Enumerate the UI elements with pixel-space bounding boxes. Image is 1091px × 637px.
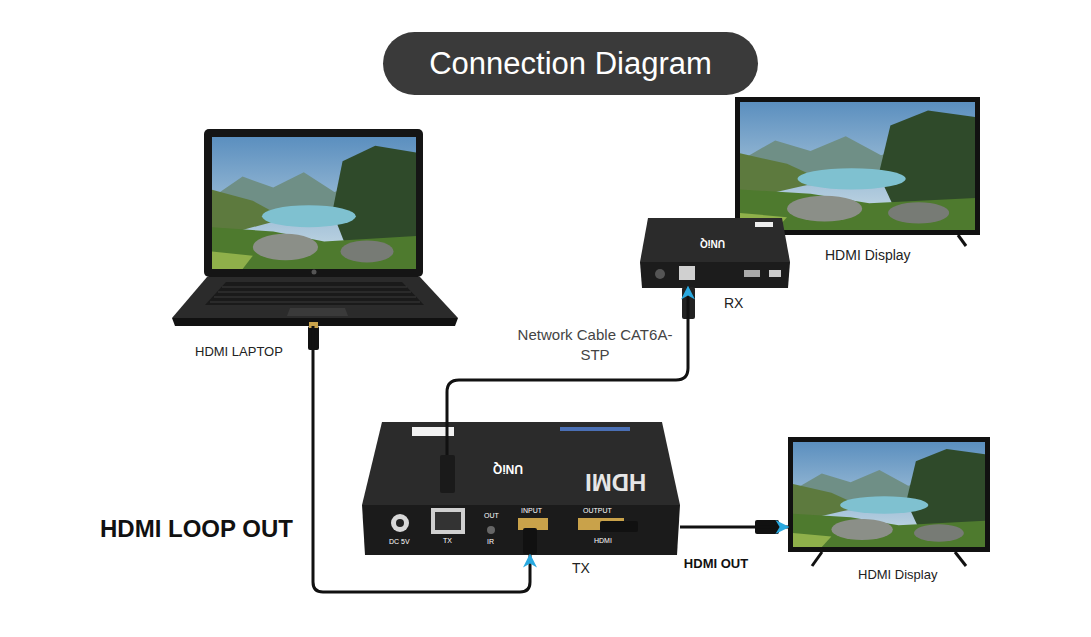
cable-connector	[313, 326, 530, 592]
edge-label: Network Cable CAT6A-STP	[515, 325, 675, 364]
bottom-display-illustration	[755, 437, 990, 566]
port-label: DC 5V	[389, 538, 410, 545]
cable-connector	[680, 526, 788, 529]
port-label: INPUT	[521, 507, 542, 514]
title-pill	[383, 32, 758, 95]
port-label: OUTPUT	[583, 507, 612, 514]
port-label: TX	[443, 537, 452, 544]
brand-logo: HDMI	[585, 468, 646, 496]
brand-logo: UNiQ	[700, 238, 725, 249]
laptop-illustration	[172, 129, 458, 326]
node-label: RX	[724, 295, 743, 311]
node-label: HDMI Display	[825, 247, 911, 263]
edge-label: HDMI OUT	[676, 556, 756, 573]
port-label: IR	[487, 538, 494, 545]
laptop-node: HDMI LAPTOP	[172, 128, 458, 326]
port-label: HDMI	[594, 537, 612, 544]
display-node: HDMI Display	[735, 97, 980, 237]
brand-logo: UNiQ	[493, 462, 523, 476]
top-display-illustration	[735, 97, 980, 246]
receiver-node: RX	[640, 215, 790, 287]
display-node: HDMI Display	[788, 437, 990, 552]
node-label: HDMI Display	[858, 567, 937, 582]
node-label: TX	[572, 560, 590, 576]
tx-box-illustration	[362, 420, 680, 555]
node-label: HDMI LAPTOP	[195, 344, 283, 359]
diagram-title: Connection Diagram	[383, 32, 758, 95]
section-heading: HDMI LOOP OUT	[100, 515, 293, 543]
rx-box-illustration	[640, 218, 790, 319]
cable-connector	[447, 287, 688, 420]
port-label: OUT	[484, 512, 499, 519]
hdmi-plug	[308, 322, 319, 350]
